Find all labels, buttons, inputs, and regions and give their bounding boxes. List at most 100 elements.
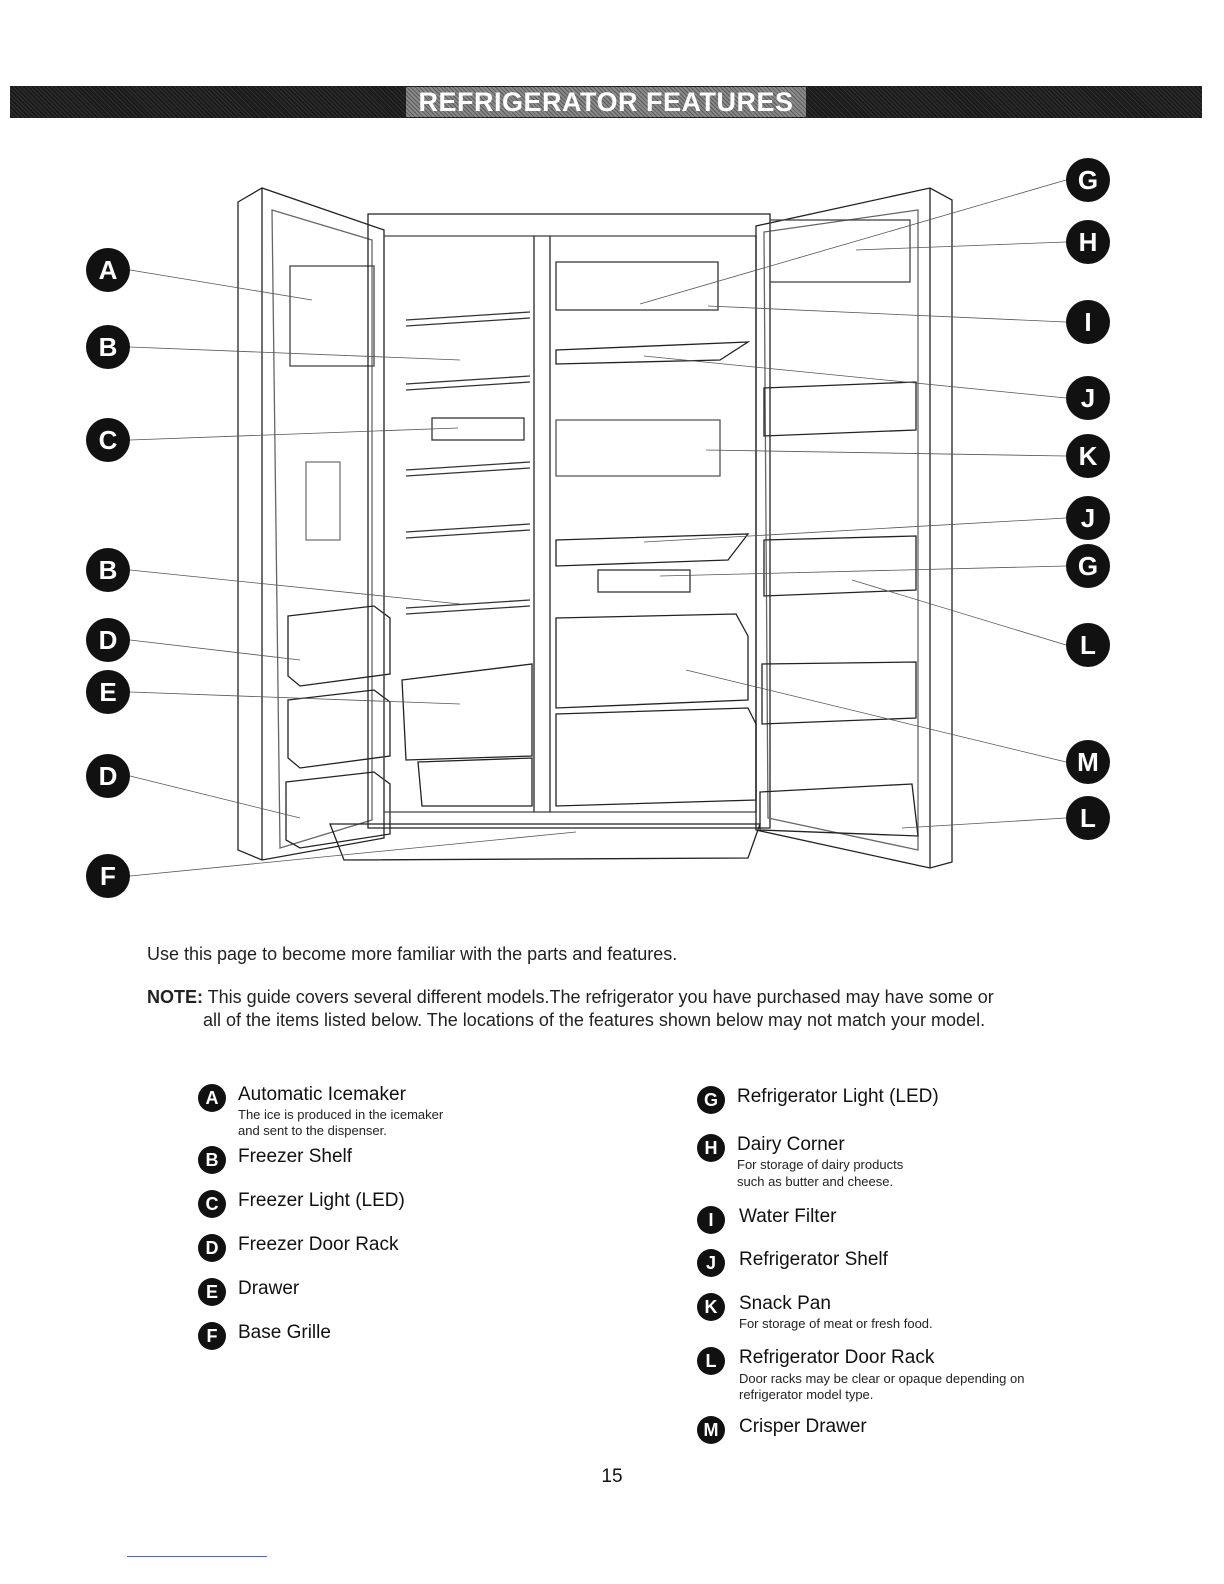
callout-g: G <box>1066 158 1110 202</box>
feature-title: Refrigerator Shelf <box>739 1249 888 1270</box>
badge-h: H <box>697 1134 725 1162</box>
svg-text:A: A <box>99 255 118 285</box>
svg-text:G: G <box>1078 165 1098 195</box>
refrigerator-diagram: A B C B D E D F G H I J K J G L M L <box>86 158 1110 898</box>
page-number: 15 <box>601 1466 623 1487</box>
freezer-door-rack-3 <box>285 771 391 849</box>
feature-title: Refrigerator Door Rack <box>739 1347 935 1368</box>
freezer-door-rack-2 <box>287 689 391 769</box>
feature-desc: The ice is produced in the icemaker <box>238 1107 444 1122</box>
freezer-door-rack-1 <box>287 605 391 687</box>
badge-e: E <box>198 1278 226 1306</box>
badge-d: D <box>198 1234 226 1262</box>
svg-text:F: F <box>100 861 116 891</box>
refrigerator-compartment <box>549 235 757 813</box>
refrigerator-light-panel <box>555 261 719 311</box>
feature-desc: and sent to the dispenser. <box>238 1123 387 1138</box>
badge-m: M <box>697 1416 725 1444</box>
svg-text:D: D <box>99 625 118 655</box>
refrigerator-door-rack-4 <box>759 783 919 837</box>
feature-desc: Door racks may be clear or opaque depend… <box>739 1371 1025 1386</box>
leader-lines <box>129 179 1067 877</box>
refrigerator-door-rack-2 <box>763 535 917 597</box>
callout-badges: A B C B D E D F G H I J K J G L M L <box>86 158 1110 898</box>
svg-text:D: D <box>99 761 118 791</box>
feature-desc: such as butter and cheese. <box>737 1174 894 1189</box>
callout-d: D <box>86 618 130 662</box>
freezer-drawer <box>401 663 533 761</box>
svg-text:L: L <box>1080 630 1096 660</box>
freezer-light <box>431 417 525 441</box>
feature-title: Refrigerator Light (LED) <box>737 1086 939 1107</box>
callout-e: E <box>86 670 130 714</box>
svg-text:L: L <box>1080 803 1096 833</box>
feature-title: Base Grille <box>238 1322 331 1343</box>
fridge-drawing <box>237 187 953 869</box>
svg-text:B: B <box>99 555 118 585</box>
feature-title: Freezer Door Rack <box>238 1234 399 1255</box>
refrigerator-shelf-top <box>555 341 751 365</box>
base-grille <box>329 823 761 861</box>
note-label: NOTE: <box>147 987 203 1007</box>
badge-j: J <box>697 1249 725 1277</box>
badge-a: A <box>198 1084 226 1112</box>
cabinet-frame <box>367 213 771 829</box>
callout-b-2: B <box>86 548 130 592</box>
badge-b: B <box>198 1146 226 1174</box>
callout-l-2: L <box>1066 796 1110 840</box>
callout-m: M <box>1066 740 1110 784</box>
svg-text:E: E <box>99 677 116 707</box>
badge-l: L <box>697 1347 725 1375</box>
feature-title: Automatic Icemaker <box>238 1084 406 1105</box>
snack-pan <box>555 419 721 477</box>
callout-i: I <box>1066 300 1110 344</box>
callout-j-2: J <box>1066 496 1110 540</box>
intro-text: Use this page to become more familiar wi… <box>147 944 678 964</box>
feature-desc: refrigerator model type. <box>739 1387 874 1402</box>
header-banner: REFRIGERATOR FEATURES <box>10 86 1202 118</box>
refrigerator-light-lower <box>597 569 691 593</box>
icemaker-box <box>289 265 375 367</box>
feature-title: Freezer Shelf <box>238 1146 353 1167</box>
callout-l: L <box>1066 623 1110 667</box>
callout-j: J <box>1066 376 1110 420</box>
dairy-corner <box>769 219 911 283</box>
badge-k: K <box>697 1293 725 1321</box>
note-paragraph: NOTE: This guide covers several differen… <box>147 986 1107 1032</box>
feature-title: Freezer Light (LED) <box>238 1190 405 1211</box>
callout-k: K <box>1066 434 1110 478</box>
badge-i: I <box>697 1206 725 1234</box>
badge-c: C <box>198 1190 226 1218</box>
svg-text:G: G <box>1078 551 1098 581</box>
refrigerator-door-rack-1 <box>763 381 917 437</box>
feature-title: Dairy Corner <box>737 1134 845 1155</box>
feature-desc: For storage of meat or fresh food. <box>739 1316 933 1331</box>
callout-a: A <box>86 248 130 292</box>
feature-title: Drawer <box>238 1278 300 1299</box>
svg-text:M: M <box>1077 747 1099 777</box>
freezer-basket <box>417 757 533 807</box>
callout-f: F <box>86 854 130 898</box>
refrigerator-door <box>755 187 953 869</box>
footer-divider <box>127 1556 267 1557</box>
svg-text:J: J <box>1081 503 1095 533</box>
crisper-drawer-1 <box>555 613 749 709</box>
note-line-1: This guide covers several different mode… <box>203 987 994 1007</box>
badge-f: F <box>198 1322 226 1350</box>
feature-title: Water Filter <box>739 1206 837 1227</box>
refrigerator-door-rack-3 <box>761 661 917 725</box>
badge-g: G <box>697 1086 725 1114</box>
refrigerator-shelf-middle <box>555 533 750 567</box>
callout-d-2: D <box>86 754 130 798</box>
callout-h: H <box>1066 220 1110 264</box>
note-line-2: all of the items listed below. The locat… <box>203 1010 986 1030</box>
svg-text:K: K <box>1079 441 1098 471</box>
callout-c: C <box>86 418 130 462</box>
feature-desc: For storage of dairy products <box>737 1157 904 1172</box>
crisper-drawer-2 <box>555 707 757 807</box>
svg-text:B: B <box>99 332 118 362</box>
svg-text:H: H <box>1079 227 1098 257</box>
callout-g-2: G <box>1066 544 1110 588</box>
callout-b: B <box>86 325 130 369</box>
svg-text:C: C <box>99 425 118 455</box>
